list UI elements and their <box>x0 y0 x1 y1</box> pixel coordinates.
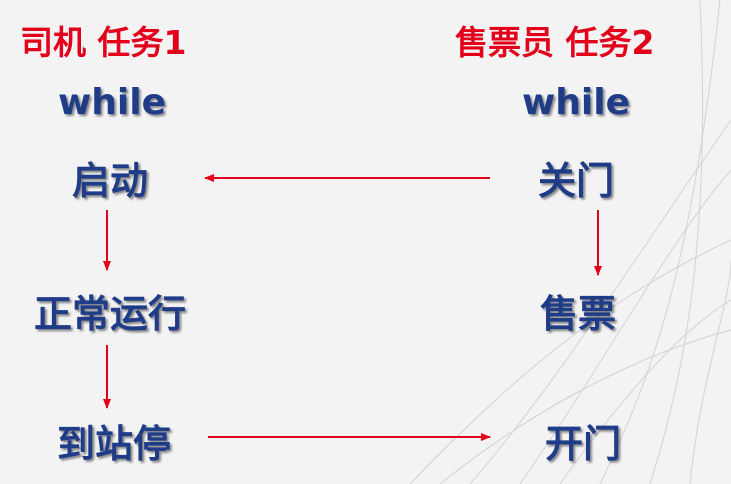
conductor-loop-keyword: while <box>522 82 630 123</box>
driver-step-running: 正常运行 <box>34 292 187 336</box>
conductor-title: 售票员 任务2 <box>455 23 655 62</box>
conductor-step-sell-tickets: 售票 <box>540 292 617 336</box>
conductor-step-open-door: 开门 <box>545 422 622 466</box>
conductor-step-close-door: 关门 <box>538 159 615 203</box>
driver-step-stop: 到站停 <box>57 422 172 466</box>
driver-step-start: 启动 <box>72 159 149 203</box>
driver-loop-keyword: while <box>58 82 166 123</box>
driver-title: 司机 任务1 <box>20 23 187 62</box>
